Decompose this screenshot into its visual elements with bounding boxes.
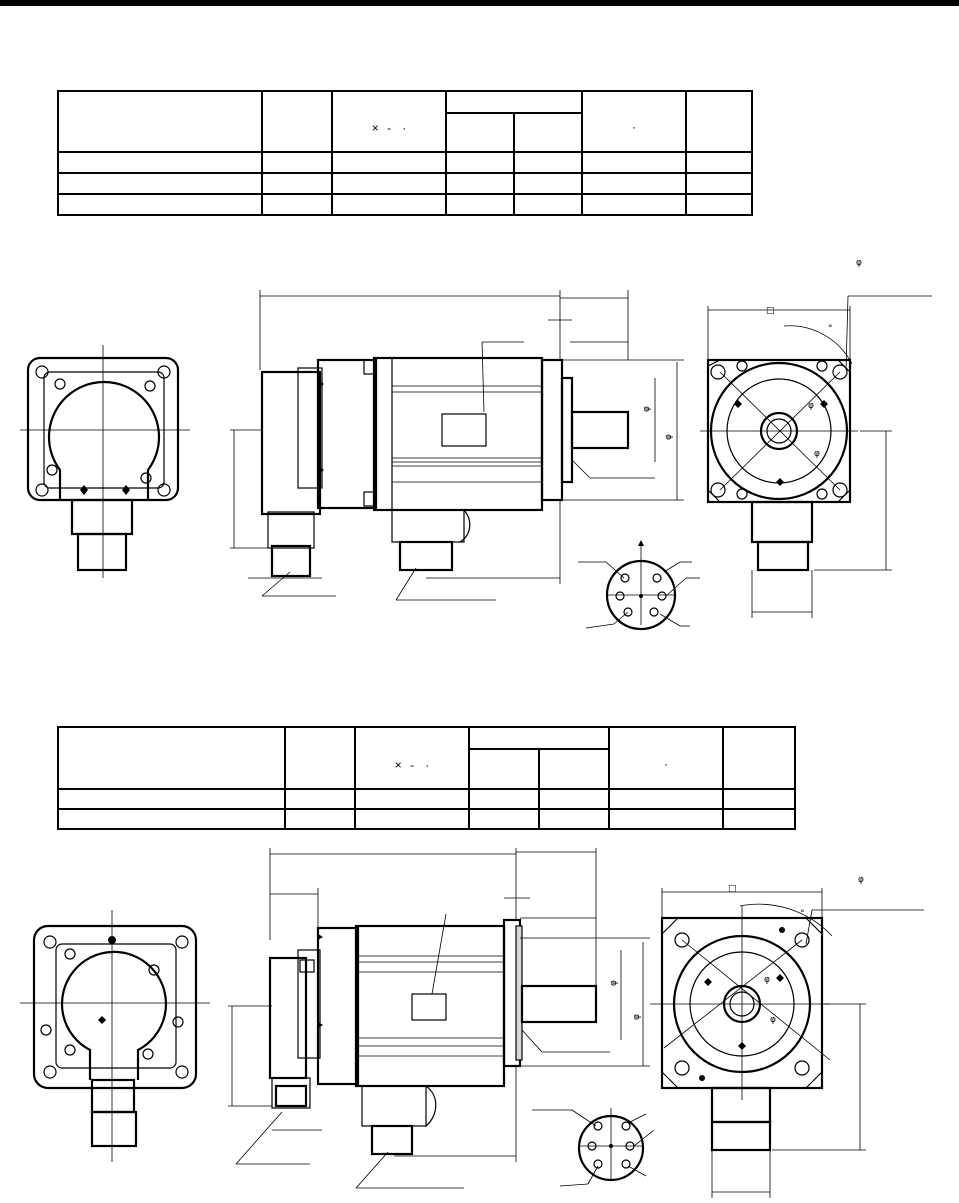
drawing-1-rear-view [20, 345, 190, 578]
t2-header-col2 [284, 726, 356, 790]
t1-header-col6: · [581, 90, 687, 153]
t1-header-col7 [685, 90, 753, 153]
drawing-1-front-view: φ □ ° φ φ [700, 258, 932, 618]
t1-header-col2 [261, 90, 333, 153]
drawing-2-rear-view [20, 910, 210, 1162]
t2-subheader-b [538, 748, 610, 790]
hole-diameter-symbol: φ [856, 258, 862, 268]
t1-header-model [57, 90, 263, 153]
t1-subheader-a [445, 112, 515, 153]
pcd-diameter-symbol-2: φ [764, 975, 770, 985]
bore-diameter-symbol-2: φ [770, 1015, 776, 1025]
t2-header-col7 [722, 726, 796, 790]
t1-header-inertia: × - · [331, 90, 447, 153]
drawing-1-connector-pinout [578, 540, 700, 631]
pcd-diameter-symbol: φ [808, 401, 814, 411]
flange-diameter-symbol: φ [664, 434, 674, 440]
table-row [57, 172, 753, 195]
page-header-bar [0, 0, 959, 6]
bore-diameter-symbol: φ [814, 449, 820, 459]
drawing-1-side-view: φ φ [230, 290, 684, 601]
times-symbol: × [371, 121, 379, 135]
t2-header-group [468, 726, 610, 750]
drawing-2-front-view: φ □ ° φ φ [650, 875, 924, 1198]
hole-diameter-symbol-2: φ [858, 875, 864, 885]
angle-degree-symbol: ° [828, 324, 833, 334]
flange-diameter-symbol-2: φ [632, 1014, 642, 1020]
t2-header-inertia: × - · [354, 726, 470, 790]
shaft-diameter-symbol-2: φ [609, 980, 619, 986]
times-symbol: × [394, 757, 402, 772]
t1-subheader-b [513, 112, 583, 153]
square-symbol: □ [766, 306, 775, 316]
shaft-diameter-symbol: φ [642, 406, 652, 412]
t1-header-group [445, 90, 583, 114]
table-row [57, 788, 796, 810]
table-row [57, 808, 796, 830]
table-row [57, 151, 753, 174]
square-symbol-2: □ [728, 884, 737, 894]
t2-subheader-a [468, 748, 540, 790]
angle-degree-symbol-2: ° [800, 909, 805, 919]
drawing-2-side-view: φ φ [228, 848, 650, 1189]
t2-header-col6: · [608, 726, 724, 790]
table-row [57, 193, 753, 216]
drawing-2-connector-pinout [532, 1108, 655, 1187]
t2-header-model [57, 726, 286, 790]
spec-table-2: × - · · [57, 726, 796, 830]
spec-table-1: × - · · [57, 90, 753, 216]
